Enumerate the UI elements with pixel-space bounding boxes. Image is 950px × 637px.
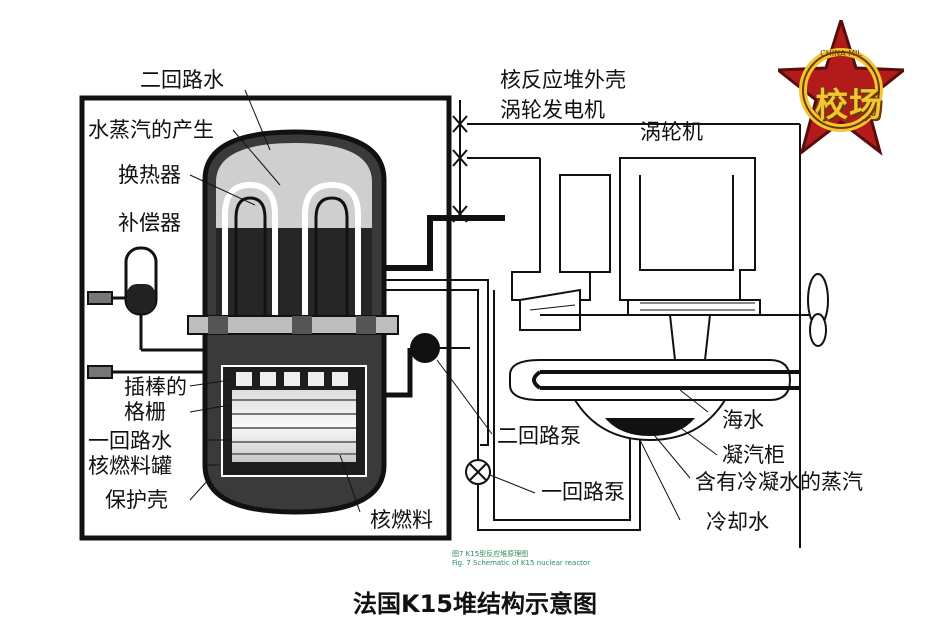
rod-penetration <box>87 365 113 379</box>
logo-ring-text: CHINA MIL <box>820 49 862 58</box>
label-turbo-generator: 涡轮发电机 <box>500 98 605 122</box>
containment-shell <box>79 95 452 541</box>
label-cooling-water: 冷却水 <box>706 510 769 534</box>
reactor-vessel <box>187 129 399 515</box>
label-heat-exchanger: 换热器 <box>118 163 181 187</box>
label-fuel-tank: 核燃料罐 <box>88 454 172 478</box>
logo-text: 校场 <box>815 85 883 124</box>
red-star-icon: CHINA MIL <box>778 20 904 156</box>
secondary-pump <box>410 333 440 363</box>
label-steam-generation: 水蒸汽的产生 <box>88 118 214 142</box>
label-primary-water: 一回路水 <box>88 429 172 453</box>
label-protective-shell: 保护壳 <box>105 488 168 512</box>
turbine-generator <box>511 158 611 331</box>
turbine <box>619 157 761 361</box>
label-secondary-pump: 二回路泵 <box>497 424 581 448</box>
label-nuclear-fuel: 核燃料 <box>370 508 433 532</box>
caption-en: Fig. 7 Schematic of K15 nuclear reactor <box>452 559 591 567</box>
compensator <box>87 246 205 352</box>
label-compensator: 补偿器 <box>118 211 181 235</box>
label-primary-pump: 一回路泵 <box>541 480 625 504</box>
caption-cn: 图7 K15型反应堆原理图 <box>452 550 529 558</box>
label-reactor-shell: 核反应堆外壳 <box>500 68 626 92</box>
leader-lines <box>189 89 718 521</box>
label-secondary-water: 二回路水 <box>140 68 224 92</box>
label-rod-grid-line1: 插棒的 <box>124 375 187 399</box>
label-condensate-steam: 含有冷凝水的蒸汽 <box>695 470 863 494</box>
primary-pump <box>465 459 491 485</box>
condenser <box>509 359 800 442</box>
label-turbine: 涡轮机 <box>640 120 703 144</box>
label-rod-grid-line2: 格栅 <box>124 400 166 424</box>
steam-line <box>384 100 800 271</box>
page-title: 法国K15堆结构示意图 <box>353 590 597 618</box>
label-condenser: 凝汽柜 <box>722 443 785 467</box>
label-sea-water: 海水 <box>722 408 764 432</box>
